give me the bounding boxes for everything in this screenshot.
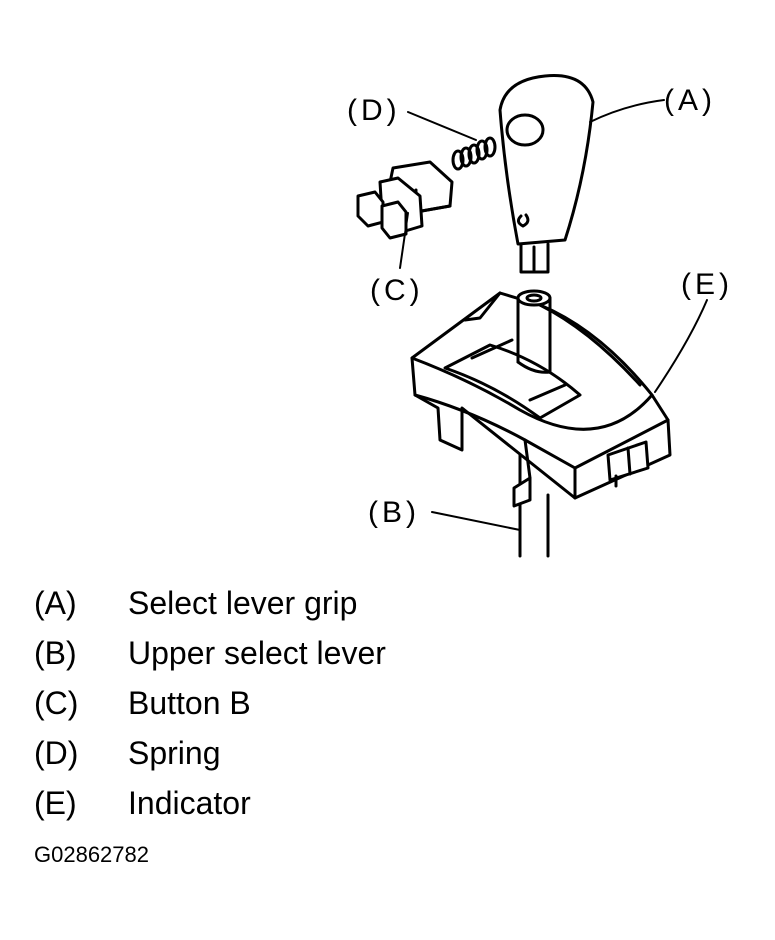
legend-item: (C) Button B: [34, 678, 386, 728]
legend-key: (E): [34, 785, 77, 821]
spring: [451, 136, 497, 171]
legend-label: Upper select lever: [128, 635, 386, 671]
upper-select-lever: [512, 453, 550, 558]
figure-code: G02862782: [34, 842, 149, 867]
callout-d: (D): [347, 94, 401, 127]
leader-lines: [399, 99, 708, 531]
legend-label: Select lever grip: [128, 585, 358, 621]
legend-item: (E) Indicator: [34, 778, 386, 828]
exploded-view-diagram: (D) (A) (C) (E) (B): [347, 74, 733, 558]
button-b: [356, 160, 454, 240]
lever-post: [516, 289, 552, 374]
legend-item: (A) Select lever grip: [34, 578, 386, 628]
legend-label: Spring: [128, 735, 221, 771]
legend-item: (B) Upper select lever: [34, 628, 386, 678]
select-lever-grip: [498, 74, 595, 274]
legend-label: Indicator: [128, 785, 251, 821]
legend-key: (B): [34, 635, 77, 671]
parts-legend: (A) Select lever grip (B) Upper select lev…: [34, 578, 386, 828]
callout-e: (E): [681, 268, 733, 301]
legend-key: (D): [34, 735, 79, 771]
legend-label: Button B: [128, 685, 251, 721]
legend-item: (D) Spring: [34, 728, 386, 778]
indicator: [410, 291, 672, 500]
callout-a: (A): [664, 84, 716, 117]
legend-key: (A): [34, 585, 77, 621]
callout-b: (B): [368, 496, 420, 529]
callout-c: (C): [370, 274, 424, 307]
legend-key: (C): [34, 685, 79, 721]
